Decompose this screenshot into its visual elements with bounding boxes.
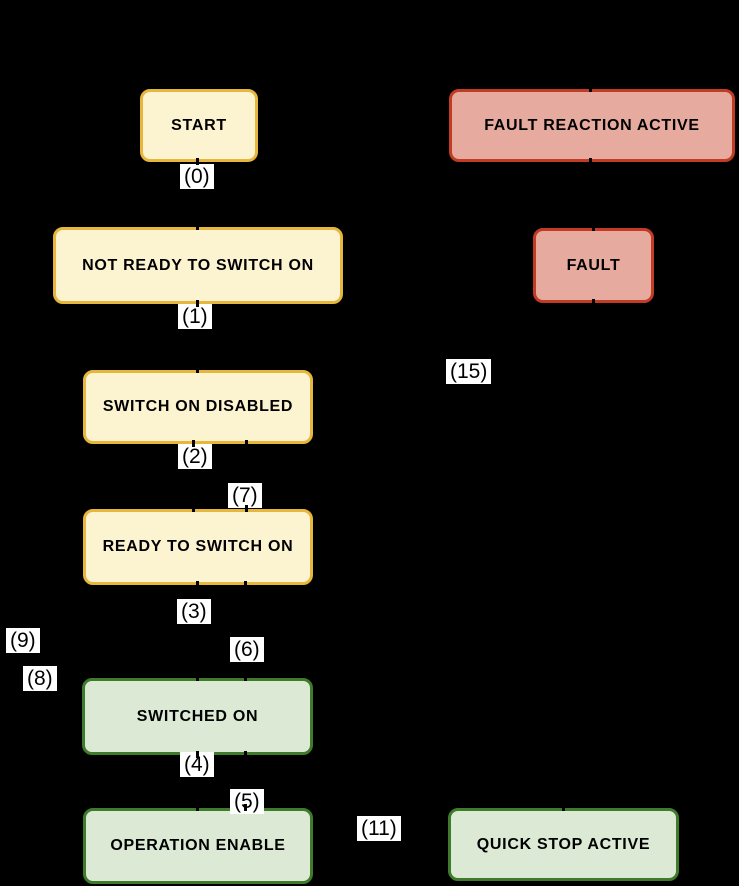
state-switch-on-disabled-label: SWITCH ON DISABLED bbox=[102, 398, 294, 415]
state-ready-to-switch-on-label: READY TO SWITCH ON bbox=[102, 538, 294, 555]
connector-tick bbox=[244, 804, 247, 811]
state-operation-enable: OPERATION ENABLE bbox=[83, 808, 313, 884]
connector-tick bbox=[196, 581, 199, 588]
connector-tick bbox=[589, 158, 592, 165]
transition-label-8: (8) bbox=[23, 666, 57, 691]
connector-tick bbox=[196, 751, 199, 758]
state-switch-on-disabled: SWITCH ON DISABLED bbox=[83, 370, 313, 444]
connector-tick bbox=[592, 224, 595, 231]
transition-label-9: (9) bbox=[6, 628, 40, 653]
state-not-ready-to-switch-on: NOT READY TO SWITCH ON bbox=[53, 227, 343, 304]
connector-tick bbox=[196, 300, 199, 307]
connector-tick bbox=[196, 674, 199, 681]
state-not-ready-to-switch-on-label: NOT READY TO SWITCH ON bbox=[82, 256, 314, 274]
state-start: START bbox=[140, 89, 258, 162]
state-quick-stop-active: QUICK STOP ACTIVE bbox=[448, 808, 679, 881]
connector-tick bbox=[245, 505, 248, 512]
connector-tick bbox=[562, 804, 565, 811]
connector-tick bbox=[196, 158, 199, 165]
transition-label-3: (3) bbox=[177, 599, 211, 624]
connector-tick bbox=[192, 505, 195, 512]
state-fault-reaction-active: FAULT REACTION ACTIVE bbox=[449, 89, 735, 162]
connector-tick bbox=[196, 366, 199, 373]
connector-tick bbox=[196, 804, 199, 811]
transition-label-6: (6) bbox=[230, 637, 264, 662]
state-fault-label: FAULT bbox=[566, 256, 621, 274]
connector-tick bbox=[244, 674, 247, 681]
state-fault-reaction-active-label: FAULT REACTION ACTIVE bbox=[484, 116, 700, 134]
state-start-label: START bbox=[171, 116, 227, 134]
state-quick-stop-active-label: QUICK STOP ACTIVE bbox=[476, 835, 651, 853]
connector-tick bbox=[244, 751, 247, 758]
transition-label-0: (0) bbox=[180, 164, 214, 189]
transition-label-15: (15) bbox=[446, 359, 492, 384]
transition-label-1: (1) bbox=[178, 304, 212, 329]
state-switched-on-label: SWITCHED ON bbox=[136, 707, 259, 725]
transition-label-7: (7) bbox=[228, 483, 262, 508]
transition-label-11: (11) bbox=[357, 816, 401, 841]
state-ready-to-switch-on: READY TO SWITCH ON bbox=[83, 509, 313, 585]
connector-tick bbox=[592, 299, 595, 306]
connector-tick bbox=[192, 440, 195, 447]
state-fault: FAULT bbox=[533, 228, 654, 303]
connector-tick bbox=[244, 581, 247, 588]
transition-label-2: (2) bbox=[178, 444, 212, 469]
state-operation-enable-label: OPERATION ENABLE bbox=[110, 837, 286, 854]
connector-tick bbox=[196, 223, 199, 230]
connector-tick bbox=[245, 440, 248, 447]
connector-tick bbox=[589, 85, 592, 92]
state-switched-on: SWITCHED ON bbox=[82, 678, 313, 755]
